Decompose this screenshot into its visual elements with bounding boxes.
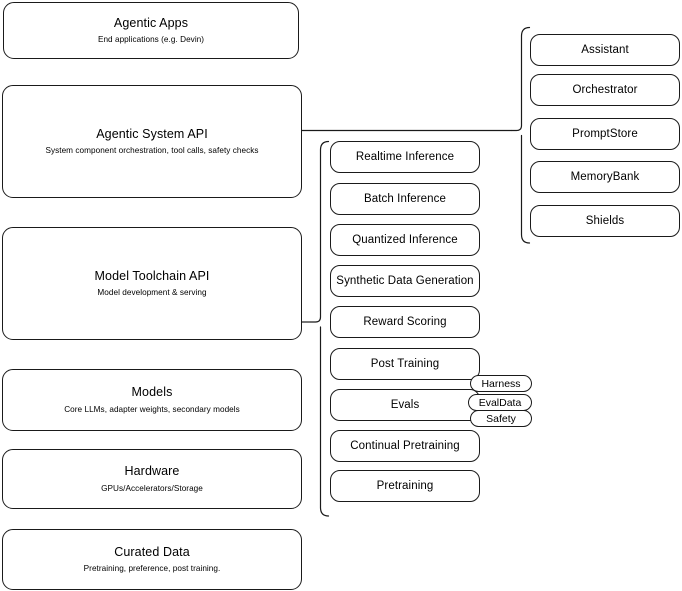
layer-title: Agentic System API bbox=[96, 126, 208, 141]
layer-agentic-apps[interactable]: Agentic Apps End applications (e.g. Devi… bbox=[3, 2, 299, 59]
layer-title: Agentic Apps bbox=[113, 15, 189, 30]
layer-hardware[interactable]: Hardware GPUs/Accelerators/Storage bbox=[2, 449, 302, 509]
capability-post-training[interactable]: Post Training bbox=[330, 348, 480, 380]
eval-pill-harness[interactable]: Harness bbox=[470, 375, 532, 392]
layer-title: Hardware bbox=[124, 464, 180, 479]
layer-subtitle: End applications (e.g. Devin) bbox=[97, 35, 205, 45]
brace-right-column bbox=[511, 26, 531, 244]
layer-model-toolchain-api[interactable]: Model Toolchain API Model development & … bbox=[2, 227, 302, 340]
component-label: PromptStore bbox=[572, 127, 638, 140]
capability-label: Synthetic Data Generation bbox=[336, 274, 474, 287]
capability-batch-inference[interactable]: Batch Inference bbox=[330, 183, 480, 215]
layer-subtitle: GPUs/Accelerators/Storage bbox=[101, 483, 203, 493]
layer-agentic-system-api[interactable]: Agentic System API System component orch… bbox=[2, 85, 302, 198]
capability-synthetic-data-generation[interactable]: Synthetic Data Generation bbox=[330, 265, 480, 297]
layer-title: Models bbox=[131, 385, 173, 400]
capability-label: Post Training bbox=[370, 357, 440, 370]
component-shields[interactable]: Shields bbox=[530, 205, 680, 237]
capability-pretraining[interactable]: Pretraining bbox=[330, 470, 480, 502]
layer-subtitle: Core LLMs, adapter weights, secondary mo… bbox=[64, 404, 240, 414]
component-memorybank[interactable]: MemoryBank bbox=[530, 161, 680, 193]
capability-label: Pretraining bbox=[376, 479, 434, 492]
layer-title: Curated Data bbox=[114, 544, 190, 559]
layer-subtitle: System component orchestration, tool cal… bbox=[45, 146, 259, 156]
brace-middle-column bbox=[310, 140, 330, 517]
capability-quantized-inference[interactable]: Quantized Inference bbox=[330, 224, 480, 256]
capability-label: Continual Pretraining bbox=[350, 439, 460, 452]
layer-curated-data[interactable]: Curated Data Pretraining, preference, po… bbox=[2, 529, 302, 590]
component-label: Orchestrator bbox=[572, 83, 638, 96]
eval-pill-safety[interactable]: Safety bbox=[470, 410, 532, 427]
capability-label: Evals bbox=[390, 398, 420, 411]
layer-title: Model Toolchain API bbox=[94, 268, 210, 283]
layer-subtitle: Model development & serving bbox=[97, 288, 207, 298]
layer-subtitle: Pretraining, preference, post training. bbox=[83, 564, 221, 574]
component-label: Assistant bbox=[581, 43, 629, 56]
component-orchestrator[interactable]: Orchestrator bbox=[530, 74, 680, 106]
component-promptstore[interactable]: PromptStore bbox=[530, 118, 680, 150]
capability-realtime-inference[interactable]: Realtime Inference bbox=[330, 141, 480, 173]
capability-continual-pretraining[interactable]: Continual Pretraining bbox=[330, 430, 480, 462]
component-label: MemoryBank bbox=[570, 170, 640, 183]
capability-label: Quantized Inference bbox=[352, 233, 458, 246]
component-assistant[interactable]: Assistant bbox=[530, 34, 680, 66]
eval-pill-evaldata[interactable]: EvalData bbox=[468, 394, 532, 411]
capability-label: Realtime Inference bbox=[355, 150, 455, 163]
capability-reward-scoring[interactable]: Reward Scoring bbox=[330, 306, 480, 338]
layer-models[interactable]: Models Core LLMs, adapter weights, secon… bbox=[2, 369, 302, 431]
capability-label: Batch Inference bbox=[363, 192, 447, 205]
capability-evals[interactable]: Evals bbox=[330, 389, 480, 421]
capability-label: Reward Scoring bbox=[363, 315, 447, 328]
component-label: Shields bbox=[585, 214, 625, 227]
